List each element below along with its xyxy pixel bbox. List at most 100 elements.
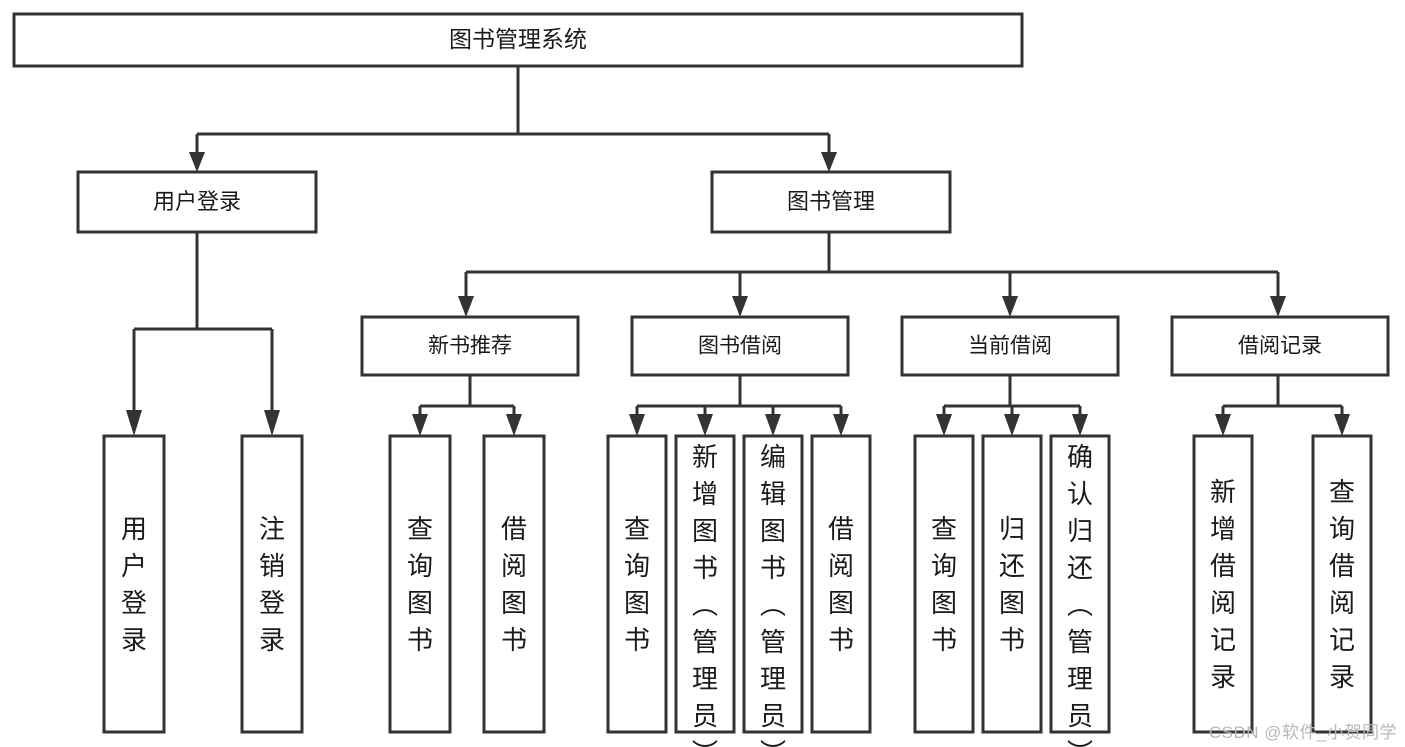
node-new-book-recommend-box[interactable] bbox=[360, 315, 580, 377]
leaf-node-label-10: 确认归还︵管理员︶ bbox=[1067, 442, 1093, 747]
leaf-char: 管 bbox=[1067, 627, 1093, 657]
leaf-node-label-6: 编辑图书︵管理员︶ bbox=[760, 442, 786, 747]
leaf-node-box-9[interactable] bbox=[981, 434, 1043, 734]
leaf-node-box-12[interactable] bbox=[1311, 434, 1373, 734]
arrowhead-borrow-record bbox=[1270, 296, 1286, 317]
node-new-book-recommend[interactable]: 新书推荐 bbox=[360, 315, 580, 377]
leaf-char: 销 bbox=[259, 551, 285, 581]
node-book-borrow-box[interactable] bbox=[630, 315, 850, 377]
leaf-char: 还 bbox=[999, 551, 1025, 581]
node-borrow-record[interactable]: 借阅记录 bbox=[1170, 315, 1390, 377]
leaf-char: 图 bbox=[501, 588, 527, 618]
leaf-char: 注 bbox=[259, 514, 285, 544]
leaf-node-box-2[interactable] bbox=[388, 434, 452, 734]
arrowhead-bb-leaf-2 bbox=[697, 414, 713, 436]
leaf-node-box-3[interactable] bbox=[482, 434, 546, 734]
leaf-node-box-0[interactable] bbox=[102, 434, 166, 734]
leaf-node-box-8[interactable] bbox=[913, 434, 975, 734]
arrowhead-bb-leaf-3 bbox=[765, 414, 781, 436]
arrowhead-current-borrow bbox=[1002, 296, 1018, 317]
leaf-char: ︵ bbox=[760, 590, 786, 620]
leaf-char: 录 bbox=[1210, 662, 1236, 692]
leaf-char: 书 bbox=[501, 625, 527, 655]
leaf-node-box-7[interactable] bbox=[810, 434, 872, 734]
node-new-book-recommend-label: 新书推荐 bbox=[428, 335, 512, 358]
leaf-char: 阅 bbox=[1329, 588, 1355, 618]
leaf-char: ︵ bbox=[1067, 590, 1093, 620]
node-book-management[interactable]: 图书管理 bbox=[710, 170, 952, 234]
leaf-char: 户 bbox=[121, 551, 147, 581]
node-root[interactable]: 图书管理系统 bbox=[12, 12, 1024, 68]
node-borrow-record-box[interactable] bbox=[1170, 315, 1390, 377]
leaf-char: 书 bbox=[760, 553, 786, 583]
leaf-node-box-1[interactable] bbox=[240, 434, 304, 734]
node-book-borrow-label: 图书借阅 bbox=[698, 335, 782, 358]
leaf-char: 书 bbox=[828, 625, 854, 655]
leaf-char: ︶ bbox=[692, 738, 718, 747]
leaf-char: 理 bbox=[692, 664, 718, 694]
leaf-char: 员 bbox=[1067, 701, 1093, 731]
leaf-node-label-1: 注销登录 bbox=[259, 514, 285, 655]
node-current-borrow[interactable]: 当前借阅 bbox=[900, 315, 1120, 377]
leaf-node-box-11[interactable] bbox=[1192, 434, 1254, 734]
leaf-char: 阅 bbox=[1210, 588, 1236, 618]
leaf-char: 询 bbox=[1329, 514, 1355, 544]
leaf-char: 图 bbox=[931, 588, 957, 618]
leaf-char: 书 bbox=[407, 625, 433, 655]
leaf-char: 借 bbox=[1210, 551, 1236, 581]
node-user-login-box[interactable] bbox=[76, 170, 318, 234]
leaf-char: 管 bbox=[760, 627, 786, 657]
leaf-char: 理 bbox=[1067, 664, 1093, 694]
leaf-char: 借 bbox=[501, 514, 527, 544]
leaf-nodes: 用户登录注销登录查询图书借阅图书查询图书新增图书︵管理员︶编辑图书︵管理员︶借阅… bbox=[102, 434, 1373, 747]
node-book-management-box[interactable] bbox=[710, 170, 952, 234]
leaf-node-0[interactable]: 用户登录 bbox=[102, 434, 166, 734]
leaf-node-8[interactable]: 查询图书 bbox=[913, 434, 975, 734]
leaf-char: 增 bbox=[1210, 514, 1236, 544]
leaf-node-4[interactable]: 查询图书 bbox=[606, 434, 668, 734]
leaf-node-box-4[interactable] bbox=[606, 434, 668, 734]
leaf-node-label-0: 用户登录 bbox=[121, 514, 147, 655]
node-user-login[interactable]: 用户登录 bbox=[76, 170, 318, 234]
leaf-node-6[interactable]: 编辑图书︵管理员︶ bbox=[742, 434, 804, 747]
leaf-node-12[interactable]: 查询借阅记录 bbox=[1311, 434, 1373, 734]
leaf-char: 归 bbox=[1067, 516, 1093, 546]
leaf-char: 理 bbox=[760, 664, 786, 694]
leaf-node-box-10[interactable] bbox=[1049, 434, 1111, 734]
leaf-node-2[interactable]: 查询图书 bbox=[388, 434, 452, 734]
leaf-node-9[interactable]: 归还图书 bbox=[981, 434, 1043, 734]
leaf-node-label-11: 新增借阅记录 bbox=[1210, 477, 1236, 692]
arrowhead-nbr-leaf-1 bbox=[412, 414, 428, 436]
arrowhead-cb-leaf-1 bbox=[936, 414, 952, 436]
leaf-node-box-5[interactable] bbox=[674, 434, 736, 734]
leaf-node-label-7: 借阅图书 bbox=[828, 514, 854, 655]
leaf-node-1[interactable]: 注销登录 bbox=[240, 434, 304, 734]
leaf-char: 归 bbox=[999, 514, 1025, 544]
leaf-char: 登 bbox=[259, 588, 285, 618]
leaf-node-11[interactable]: 新增借阅记录 bbox=[1192, 434, 1254, 734]
arrowhead-cb-leaf-3 bbox=[1072, 414, 1088, 436]
csdn-watermark: CSDN @软件_小贺同学 bbox=[1208, 723, 1397, 742]
leaf-char: 还 bbox=[1067, 553, 1093, 583]
leaf-char: 认 bbox=[1067, 479, 1093, 509]
node-current-borrow-label: 当前借阅 bbox=[968, 335, 1052, 358]
node-root-label: 图书管理系统 bbox=[449, 26, 587, 52]
leaf-char: 询 bbox=[931, 551, 957, 581]
leaf-node-5[interactable]: 新增图书︵管理员︶ bbox=[674, 434, 736, 747]
leaf-char: 图 bbox=[407, 588, 433, 618]
leaf-char: 用 bbox=[121, 514, 147, 544]
leaf-char: 阅 bbox=[828, 551, 854, 581]
leaf-char: 查 bbox=[407, 514, 433, 544]
node-book-borrow[interactable]: 图书借阅 bbox=[630, 315, 850, 377]
leaf-char: ︶ bbox=[1067, 738, 1093, 747]
leaf-node-7[interactable]: 借阅图书 bbox=[810, 434, 872, 734]
node-current-borrow-box[interactable] bbox=[900, 315, 1120, 377]
leaf-char: 记 bbox=[1329, 625, 1355, 655]
leaf-char: 借 bbox=[1329, 551, 1355, 581]
leaf-char: 阅 bbox=[501, 551, 527, 581]
leaf-char: 录 bbox=[259, 625, 285, 655]
leaf-node-box-6[interactable] bbox=[742, 434, 804, 734]
leaf-node-3[interactable]: 借阅图书 bbox=[482, 434, 546, 734]
leaf-node-10[interactable]: 确认归还︵管理员︶ bbox=[1049, 434, 1111, 747]
node-root-box[interactable] bbox=[12, 12, 1024, 68]
